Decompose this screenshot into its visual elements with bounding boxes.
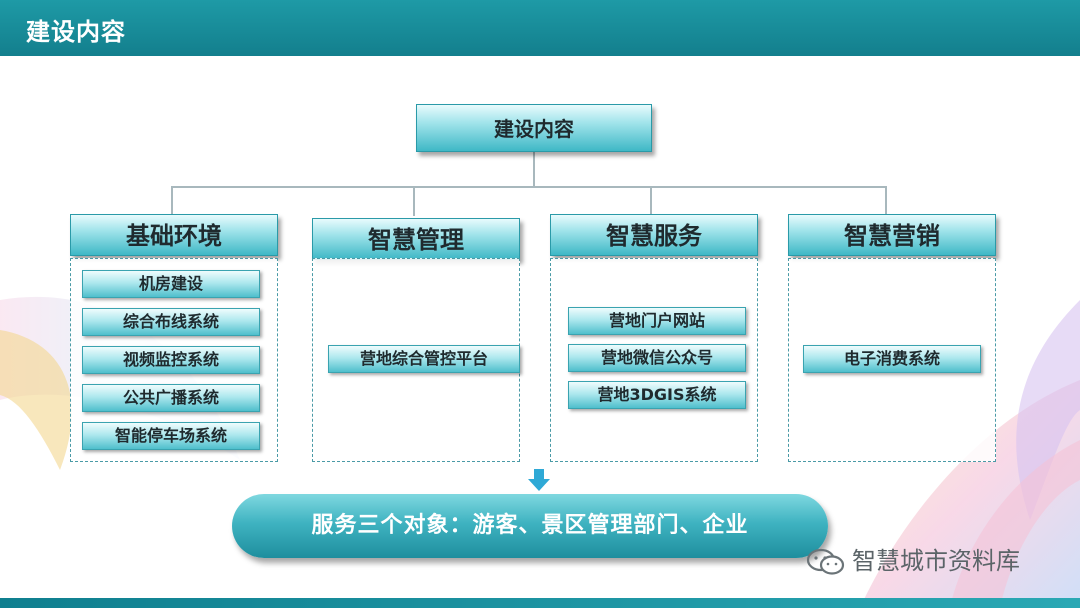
item-e-consumption-system: 电子消费系统	[803, 345, 981, 373]
item-video-surveillance: 视频监控系统	[82, 346, 260, 374]
item-wechat-account: 营地微信公众号	[568, 344, 746, 372]
category-smart-service: 智慧服务	[550, 214, 758, 256]
down-arrow-icon	[528, 469, 550, 491]
footer-bar	[0, 598, 1080, 608]
connector-branch-3	[650, 186, 652, 214]
wechat-icon	[806, 548, 845, 575]
watermark-text: 智慧城市资料库	[852, 547, 1020, 575]
connector-branch-1	[171, 186, 173, 214]
category-infrastructure: 基础环境	[70, 214, 278, 256]
item-3dgis-system: 营地3DGIS系统	[568, 381, 746, 409]
item-public-broadcast: 公共广播系统	[82, 384, 260, 412]
connector-root-vertical	[533, 152, 535, 186]
item-portal-website: 营地门户网站	[568, 307, 746, 335]
category-smart-management: 智慧管理	[312, 218, 520, 260]
item-cabling-system: 综合布线系统	[82, 308, 260, 336]
service-target-banner: 服务三个对象：游客、景区管理部门、企业	[232, 494, 828, 558]
page-title: 建设内容	[26, 18, 126, 46]
item-smart-parking: 智能停车场系统	[82, 422, 260, 450]
connector-branch-2	[413, 186, 415, 216]
item-server-room: 机房建设	[82, 270, 260, 298]
connector-horizontal	[171, 186, 887, 188]
connector-branch-4	[885, 186, 887, 214]
header-bar: 建设内容	[0, 0, 1080, 56]
root-node: 建设内容	[416, 104, 652, 152]
item-integrated-control-platform: 营地综合管控平台	[328, 345, 520, 373]
category-smart-marketing: 智慧营销	[788, 214, 996, 256]
